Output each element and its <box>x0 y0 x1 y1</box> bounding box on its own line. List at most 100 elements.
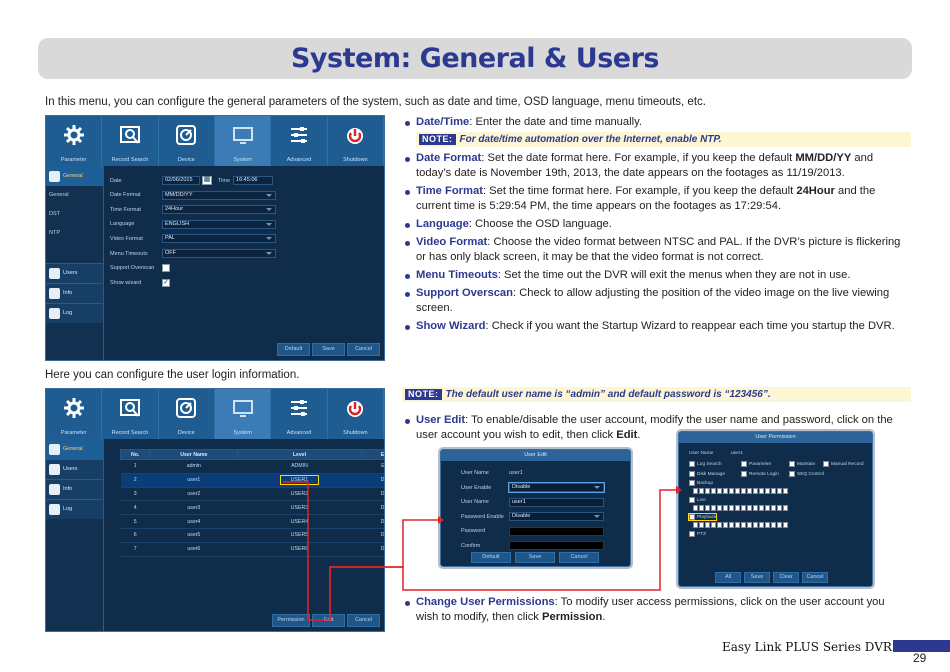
table-row[interactable]: 7user6USER6Disable <box>120 542 384 557</box>
channel-checkbox[interactable] <box>741 488 746 494</box>
channel-checkbox[interactable] <box>759 522 764 528</box>
input-user-name[interactable]: user1 <box>509 497 604 507</box>
channel-checkbox[interactable] <box>771 522 776 528</box>
dvr-tab-record-search[interactable]: Record Search <box>102 389 159 439</box>
clear-button[interactable]: Clear <box>773 572 799 583</box>
all-button[interactable]: All <box>715 572 741 583</box>
select-date-format[interactable]: MM/DD/YY <box>162 190 276 200</box>
channel-checkbox[interactable] <box>735 505 740 511</box>
channel-checkbox[interactable] <box>711 488 716 494</box>
channel-checkbox[interactable] <box>777 522 782 528</box>
channel-checkbox[interactable] <box>723 522 728 528</box>
cancel-button[interactable]: Cancel <box>559 552 599 563</box>
permission-check[interactable]: Log Search <box>689 461 722 467</box>
channel-checkbox[interactable] <box>711 505 716 511</box>
table-row[interactable]: 4user3USER3Disable <box>120 500 384 516</box>
channel-checkbox[interactable] <box>693 522 698 528</box>
channel-checkbox[interactable] <box>729 488 734 494</box>
checkbox[interactable] <box>741 461 747 467</box>
channel-checkbox[interactable] <box>729 522 734 528</box>
channel-checkbox[interactable] <box>753 505 758 511</box>
dvr-tab-advanced[interactable]: Advanced <box>271 116 328 166</box>
save-button[interactable]: Save <box>515 552 555 563</box>
channel-checkbox[interactable] <box>723 488 728 494</box>
channel-checkbox[interactable] <box>705 488 710 494</box>
calendar-icon[interactable]: ▦ <box>202 176 212 185</box>
channel-checkbox[interactable] <box>741 522 746 528</box>
table-row[interactable]: 1adminADMINEnable <box>120 459 384 474</box>
checkbox[interactable] <box>823 461 829 467</box>
permission-check[interactable]: Manual Record <box>823 461 864 467</box>
dvr-tab-device[interactable]: Device <box>159 116 215 166</box>
input-password-enable[interactable]: Disable <box>509 512 604 521</box>
channel-checkbox[interactable] <box>723 505 728 511</box>
checkbox[interactable] <box>689 514 695 520</box>
channel-checkbox[interactable] <box>783 522 788 528</box>
channel-checkbox[interactable] <box>693 488 698 494</box>
save-button[interactable]: Save <box>744 572 770 583</box>
select-menu-timeouts[interactable]: OFF <box>162 249 276 258</box>
permission-check[interactable]: Maintain <box>789 461 815 467</box>
channel-checkbox[interactable] <box>741 505 746 511</box>
dvr-tab-system[interactable]: System <box>214 116 272 166</box>
channel-checkbox[interactable] <box>765 522 770 528</box>
input-password[interactable] <box>509 526 604 536</box>
permission-group[interactable]: Backup <box>689 480 713 486</box>
permission-group[interactable]: Playback <box>687 513 718 521</box>
channel-checkbox[interactable] <box>783 488 788 494</box>
sidebar-item-info[interactable]: Info <box>46 283 103 303</box>
channel-checkbox[interactable] <box>759 488 764 494</box>
dvr-tab-shutdown[interactable]: Shutdown <box>328 116 384 166</box>
channel-checkbox[interactable] <box>735 488 740 494</box>
channel-checkbox[interactable] <box>735 522 740 528</box>
input-confirm[interactable] <box>509 541 604 550</box>
checkbox[interactable] <box>689 471 695 477</box>
channel-checkbox[interactable] <box>771 505 776 511</box>
checkbox[interactable] <box>689 497 695 503</box>
select-time-format[interactable]: 24Hour <box>162 205 276 215</box>
channel-checkbox[interactable] <box>765 488 770 494</box>
sidebar-item-log[interactable]: Log <box>46 499 103 519</box>
checkbox[interactable] <box>789 461 795 467</box>
sidebar-item-users[interactable]: Users <box>46 263 103 283</box>
sidebar-item-dst[interactable]: DST <box>46 205 103 224</box>
dvr-tab-record-search[interactable]: Record Search <box>102 116 159 166</box>
sidebar-item-ntp[interactable]: NTP <box>46 224 103 243</box>
channel-checkbox[interactable] <box>717 522 722 528</box>
checkbox[interactable] <box>689 480 695 486</box>
channel-checkbox[interactable] <box>747 488 752 494</box>
save-button[interactable]: Save <box>312 343 345 356</box>
default-button[interactable]: Default <box>277 343 310 356</box>
channel-checkbox[interactable] <box>705 522 710 528</box>
channel-checkbox[interactable] <box>765 505 770 511</box>
permission-group[interactable]: PTZ <box>689 531 706 537</box>
dvr-tab-system[interactable]: System <box>214 389 272 439</box>
channel-checkbox[interactable] <box>747 505 752 511</box>
channel-checkbox[interactable] <box>729 505 734 511</box>
dvr-tab-parameter[interactable]: Parameter <box>46 389 103 439</box>
channel-checkbox[interactable] <box>771 488 776 494</box>
dvr-tab-advanced[interactable]: Advanced <box>271 389 328 439</box>
input-user-enable[interactable]: Disable <box>508 482 605 493</box>
table-row[interactable]: 6user5USER5Disable <box>120 528 384 543</box>
select-video-format[interactable]: PAL <box>162 234 276 244</box>
table-row[interactable]: 3user2USER2Disable <box>120 487 384 502</box>
permission-check[interactable]: Parameter <box>741 461 771 467</box>
default-button[interactable]: Default <box>471 552 511 563</box>
permission-group[interactable]: Live <box>689 497 706 503</box>
sidebar-item-general[interactable]: General <box>46 439 103 459</box>
channel-checkbox[interactable] <box>777 488 782 494</box>
table-row[interactable]: 5user4USER4Disable <box>120 514 384 529</box>
channel-checkbox[interactable] <box>747 522 752 528</box>
channel-checkbox[interactable] <box>717 488 722 494</box>
checkbox[interactable] <box>689 531 695 537</box>
channel-checkbox[interactable] <box>699 505 704 511</box>
channel-checkbox[interactable] <box>717 505 722 511</box>
date-field[interactable]: 02/06/2015 <box>162 176 200 185</box>
checkbox[interactable] <box>689 461 695 467</box>
cancel-button[interactable]: Cancel <box>347 614 380 627</box>
dvr-tab-parameter[interactable]: Parameter <box>46 116 103 166</box>
permission-check[interactable]: Remote Login <box>741 471 779 477</box>
channel-checkbox[interactable] <box>711 522 716 528</box>
channel-checkbox[interactable] <box>705 505 710 511</box>
